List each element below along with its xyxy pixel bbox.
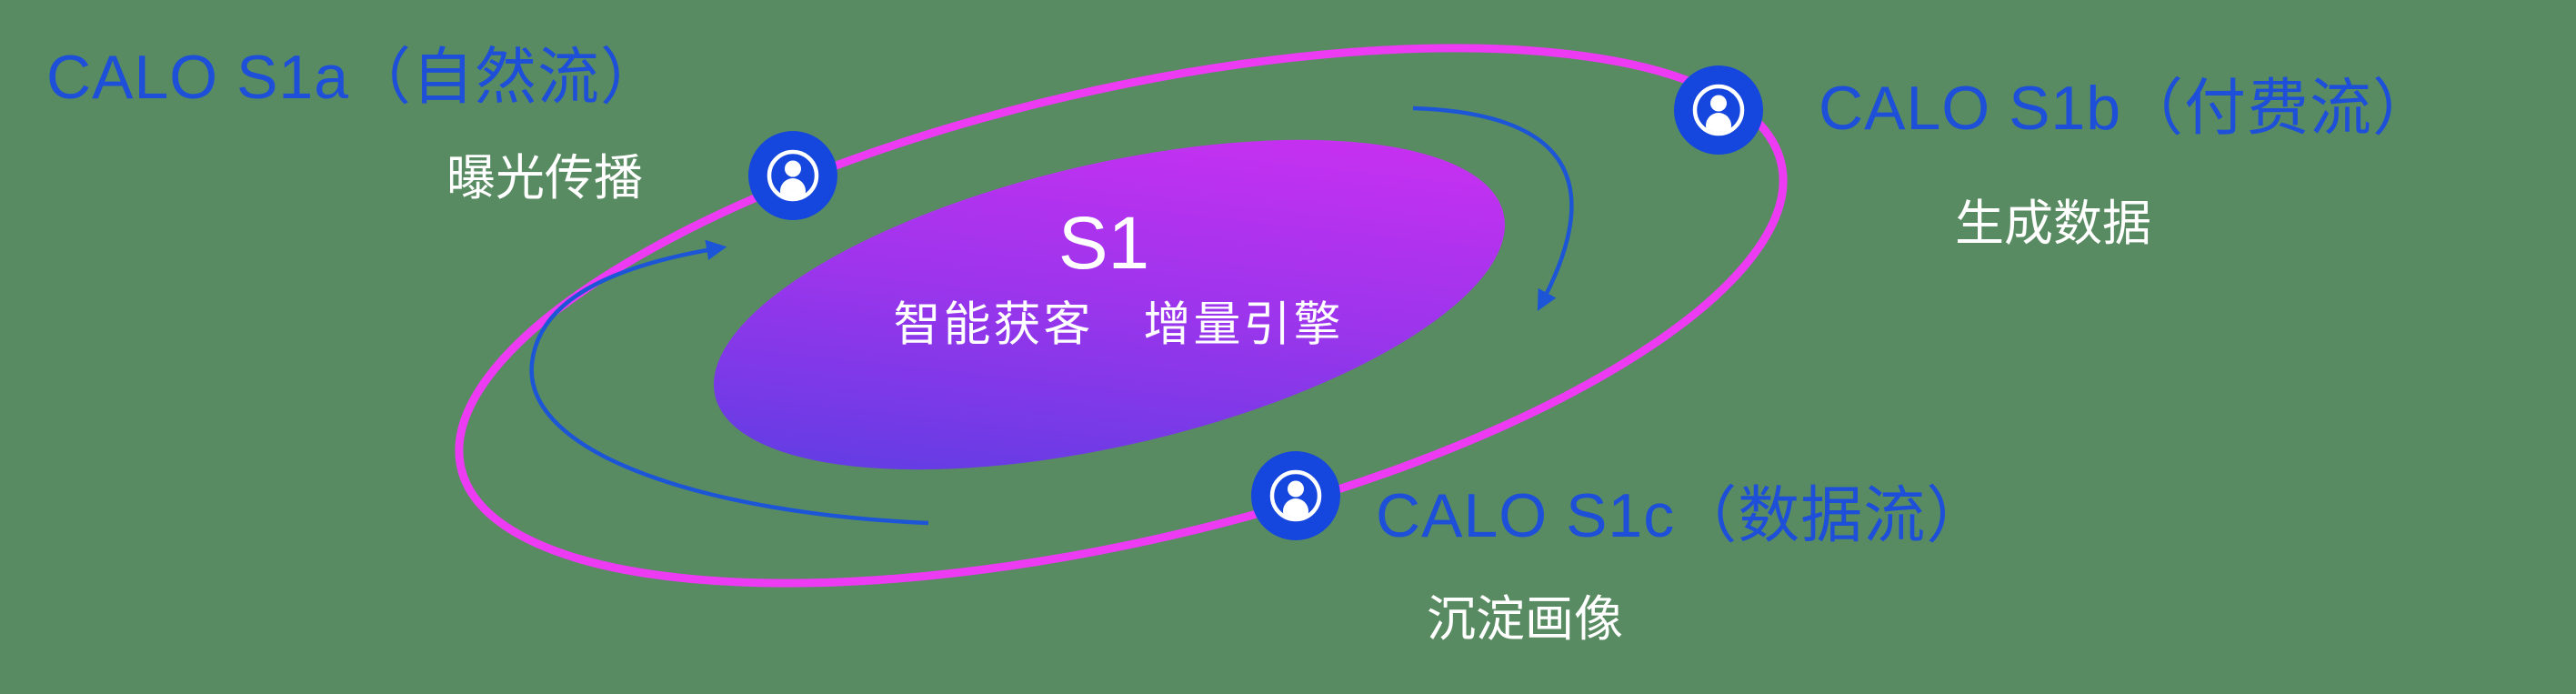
label-s1a-title: CALO S1a（自然流） — [46, 43, 664, 112]
label-s1c-title: CALO S1c（数据流） — [1376, 481, 1990, 550]
center-title: S1 — [1057, 202, 1150, 285]
label-s1a-subtitle: 曝光传播 — [446, 151, 643, 206]
center-ellipse — [714, 139, 1505, 470]
label-s1c-subtitle: 沉淀画像 — [1427, 592, 1623, 647]
orbit-ring — [455, 44, 1788, 588]
person-icon-s1b — [1674, 65, 1763, 155]
person-icon-s1a — [748, 131, 837, 220]
flow-arrow-right — [1412, 106, 1574, 311]
center-subtitle: 智能获客 增量引擎 — [893, 298, 1344, 352]
flow-arrow-left — [529, 239, 929, 526]
label-s1b-subtitle: 生成数据 — [1955, 196, 2151, 251]
label-s1b-title: CALO S1b（付费流） — [1819, 74, 2436, 143]
person-icon-s1c — [1251, 451, 1340, 540]
